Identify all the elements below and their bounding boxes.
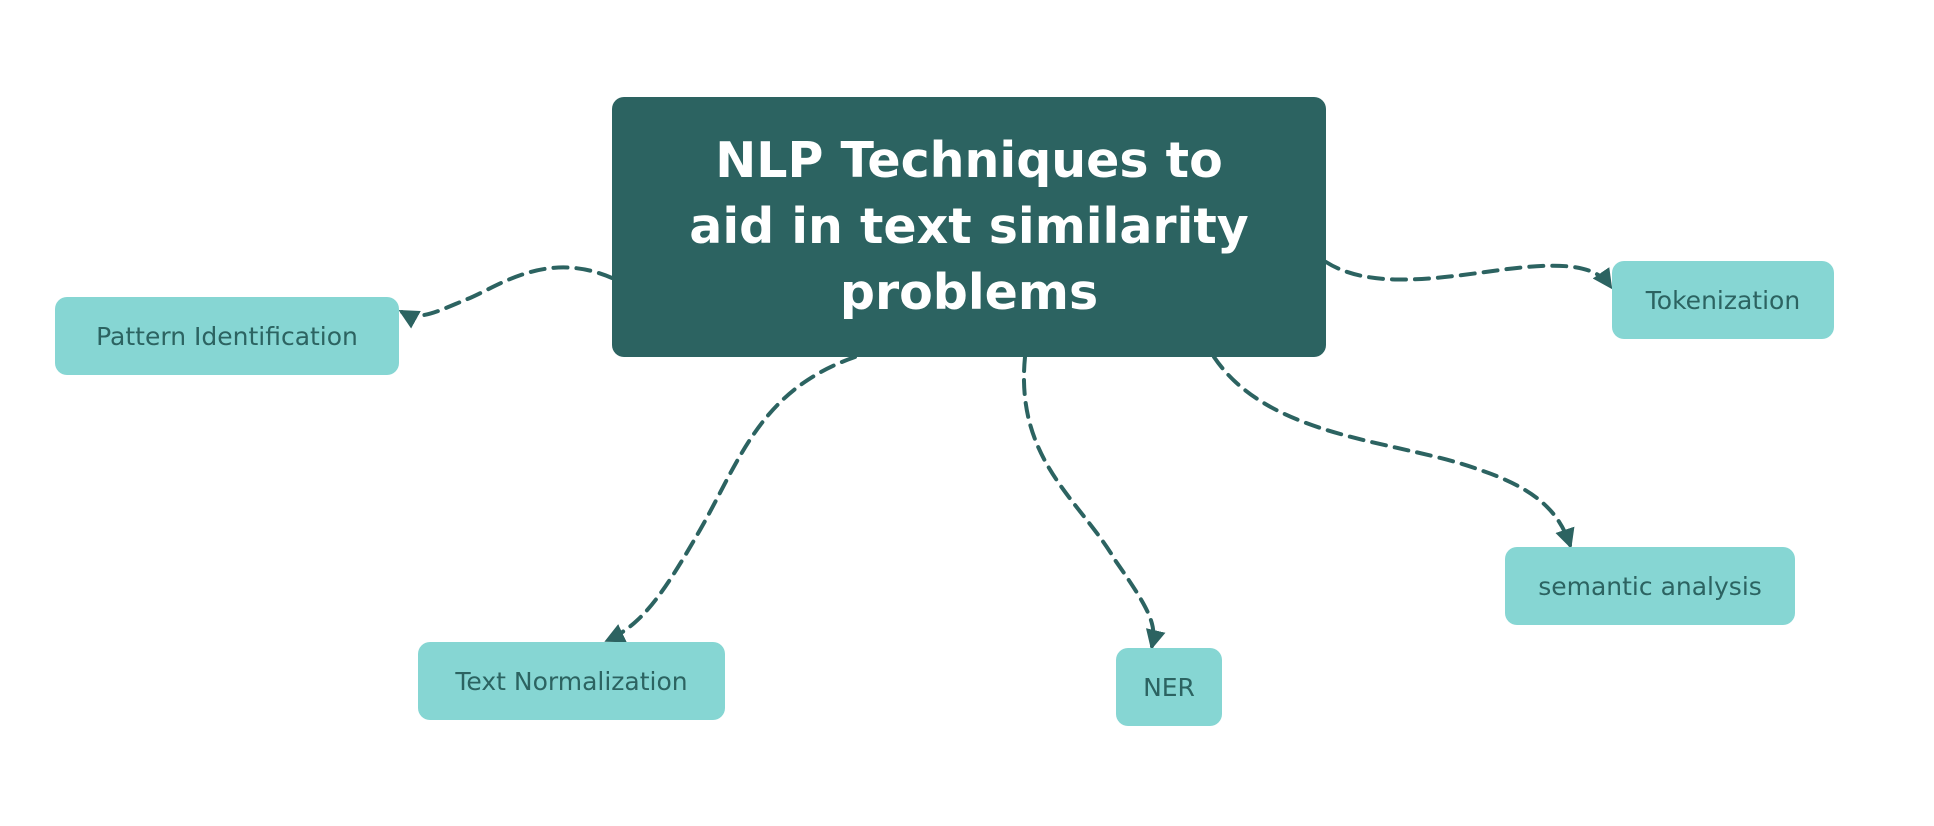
connector-tokenization: [1324, 260, 1613, 290]
topic-label: Text Normalization: [455, 666, 688, 696]
central-topic-node[interactable]: NLP Techniques to aid in text similarity…: [612, 97, 1326, 357]
connector-pattern-identification: [398, 265, 614, 329]
topic-pattern-identification[interactable]: Pattern Identification: [55, 297, 399, 375]
connector-ner: [1021, 355, 1166, 650]
topic-ner[interactable]: NER: [1116, 648, 1222, 726]
topic-tokenization[interactable]: Tokenization: [1612, 261, 1834, 339]
topic-label: Tokenization: [1645, 285, 1801, 315]
connector-text-normalization: [604, 355, 857, 643]
topic-label: Pattern Identification: [96, 321, 358, 351]
topic-label: NER: [1143, 672, 1195, 702]
topic-semantic-analysis[interactable]: semantic analysis: [1505, 547, 1795, 625]
connector-semantic-analysis: [1212, 355, 1575, 549]
central-topic-title: NLP Techniques to aid in text similarity…: [689, 132, 1249, 321]
topic-text-normalization[interactable]: Text Normalization: [418, 642, 725, 720]
topic-label: semantic analysis: [1538, 571, 1762, 601]
